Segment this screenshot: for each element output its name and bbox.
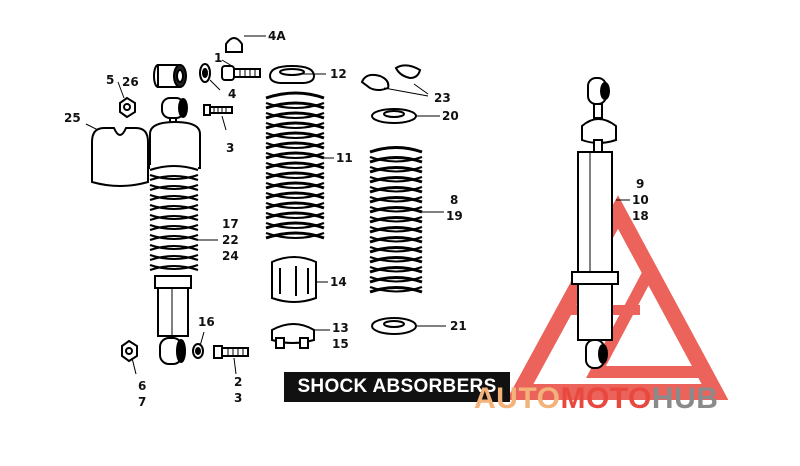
left-shock-assembly	[91, 37, 261, 365]
callout-8: 8	[450, 193, 458, 207]
callout-19: 19	[446, 209, 463, 223]
callout-11: 11	[336, 151, 353, 165]
callout-4a: 4A	[268, 29, 286, 43]
middle-spring-group	[265, 64, 325, 349]
callout-23: 23	[434, 91, 451, 105]
right-coil-spring	[369, 146, 423, 294]
callout-10: 10	[632, 193, 649, 207]
callout-13: 13	[332, 321, 349, 335]
watermark-wordmark: AUTOMOTOHUB	[474, 384, 718, 414]
right-spring-group	[360, 64, 423, 335]
callout-16: 16	[198, 315, 215, 329]
callout-24: 24	[222, 249, 239, 263]
callout-3-lower: 3	[234, 391, 242, 405]
watermark-part-moto: MOTO	[560, 382, 652, 415]
diagram-caption-text: SHOCK ABSORBERS	[297, 376, 497, 397]
callout-1: 1	[214, 51, 222, 65]
callout-3-upper: 3	[226, 141, 234, 155]
callout-22: 22	[222, 233, 239, 247]
left-spring	[149, 165, 199, 275]
leader-lines	[85, 35, 630, 375]
callout-21: 21	[450, 319, 467, 333]
callout-7: 7	[138, 395, 146, 409]
callout-2: 2	[234, 375, 242, 389]
tall-damper	[571, 77, 619, 369]
callout-26: 26	[122, 75, 139, 89]
watermark-part-hub: HUB	[651, 382, 719, 415]
callout-12: 12	[330, 67, 347, 81]
callout-25: 25	[64, 111, 81, 125]
middle-spring	[265, 91, 325, 240]
callout-5: 5	[106, 73, 114, 87]
diagram-caption: SHOCK ABSORBERS	[284, 372, 510, 402]
callout-6: 6	[138, 379, 146, 393]
callout-14: 14	[330, 275, 347, 289]
callout-20: 20	[442, 109, 459, 123]
callout-15: 15	[332, 337, 349, 351]
watermark-part-auto: AUTO	[474, 382, 561, 415]
callout-17: 17	[222, 217, 239, 231]
watermark-triangle-logo	[506, 195, 729, 400]
callout-9: 9	[636, 177, 644, 191]
callout-18: 18	[632, 209, 649, 223]
callout-4: 4	[228, 87, 236, 101]
